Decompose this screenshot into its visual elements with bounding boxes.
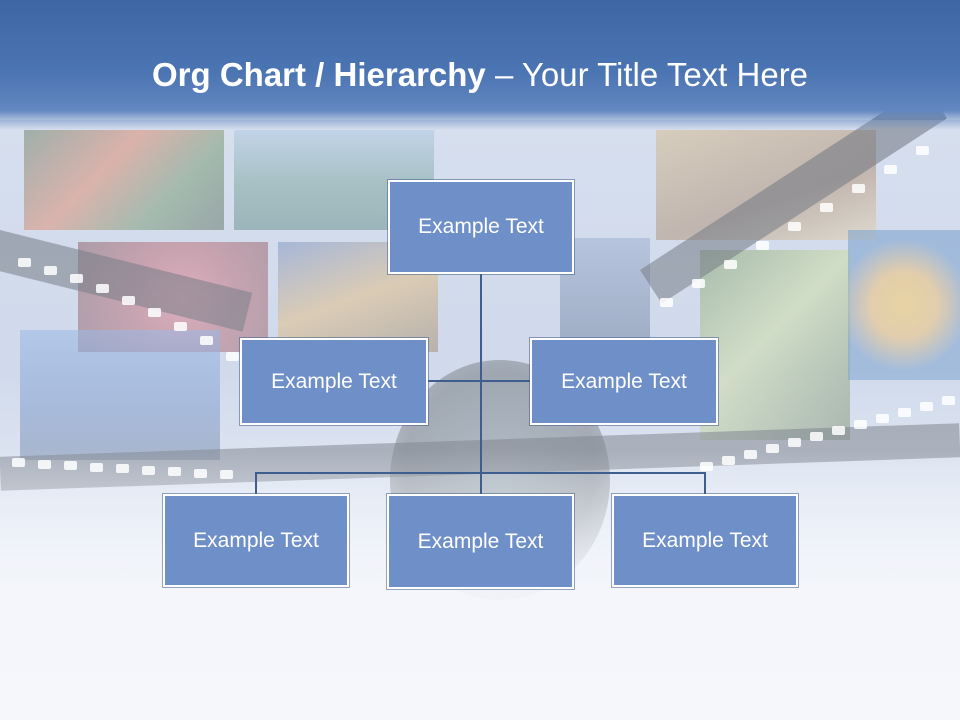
film-sprocket-hole (920, 402, 933, 411)
film-sprocket-hole (18, 258, 31, 267)
film-sprocket-hole (724, 260, 737, 269)
film-sprocket-hole (766, 444, 779, 453)
film-sprocket-hole (788, 438, 801, 447)
film-sprocket-hole (64, 461, 77, 470)
root-node[interactable]: Example Text (388, 180, 574, 274)
film-sprocket-hole (854, 420, 867, 429)
assistant-node-left[interactable]: Example Text (240, 338, 428, 425)
title-bold-text: Org Chart / Hierarchy (152, 56, 486, 93)
film-sprocket-hole (852, 184, 865, 193)
film-sprocket-hole (744, 450, 757, 459)
film-sprocket-hole (174, 321, 187, 331)
film-sprocket-hole (168, 467, 181, 476)
film-sprocket-hole (142, 465, 155, 475)
film-sprocket-hole (70, 274, 83, 284)
film-sprocket-hole (148, 308, 161, 317)
trunk-connector (480, 272, 482, 472)
subordinate-node-center[interactable]: Example Text (387, 494, 574, 589)
film-sprocket-hole (898, 408, 911, 417)
assistant-node-right[interactable]: Example Text (530, 338, 718, 425)
film-sprocket-hole (884, 165, 897, 174)
subordinate-node-right[interactable]: Example Text (612, 494, 798, 587)
film-sprocket-hole (220, 470, 233, 479)
subordinate-center-drop (480, 472, 482, 495)
title-dash: – (485, 56, 522, 93)
film-sprocket-hole (44, 265, 57, 275)
film-sprocket-hole (194, 468, 207, 478)
film-sprocket-hole (692, 279, 705, 288)
film-sprocket-hole (90, 462, 103, 472)
film-sprocket-hole (832, 426, 845, 435)
film-sprocket-hole (916, 146, 929, 155)
subordinate-node-left[interactable]: Example Text (163, 494, 349, 587)
subordinate-right-drop (704, 472, 706, 495)
film-sprocket-hole (942, 396, 955, 405)
film-sprocket-hole (200, 336, 213, 346)
film-sprocket-hole (876, 414, 889, 423)
assistant-connector (427, 380, 531, 382)
film-sprocket-hole (810, 432, 823, 441)
film-sprocket-hole (756, 241, 769, 250)
film-sprocket-hole (38, 459, 51, 469)
subordinate-left-drop (255, 472, 257, 495)
slide-title: Org Chart / Hierarchy – Your Title Text … (152, 52, 808, 98)
title-rest-text: Your Title Text Here (521, 56, 809, 93)
film-sprocket-hole (660, 298, 673, 307)
film-sprocket-hole (12, 458, 25, 467)
film-sprocket-hole (96, 284, 109, 294)
film-sprocket-hole (788, 222, 801, 231)
film-sprocket-hole (700, 462, 713, 471)
film-sprocket-hole (226, 352, 239, 362)
film-sprocket-hole (820, 203, 833, 212)
film-sprocket-hole (722, 456, 735, 465)
film-sprocket-hole (122, 295, 135, 305)
title-bar: Org Chart / Hierarchy – Your Title Text … (0, 0, 960, 130)
film-sprocket-hole (116, 464, 129, 473)
